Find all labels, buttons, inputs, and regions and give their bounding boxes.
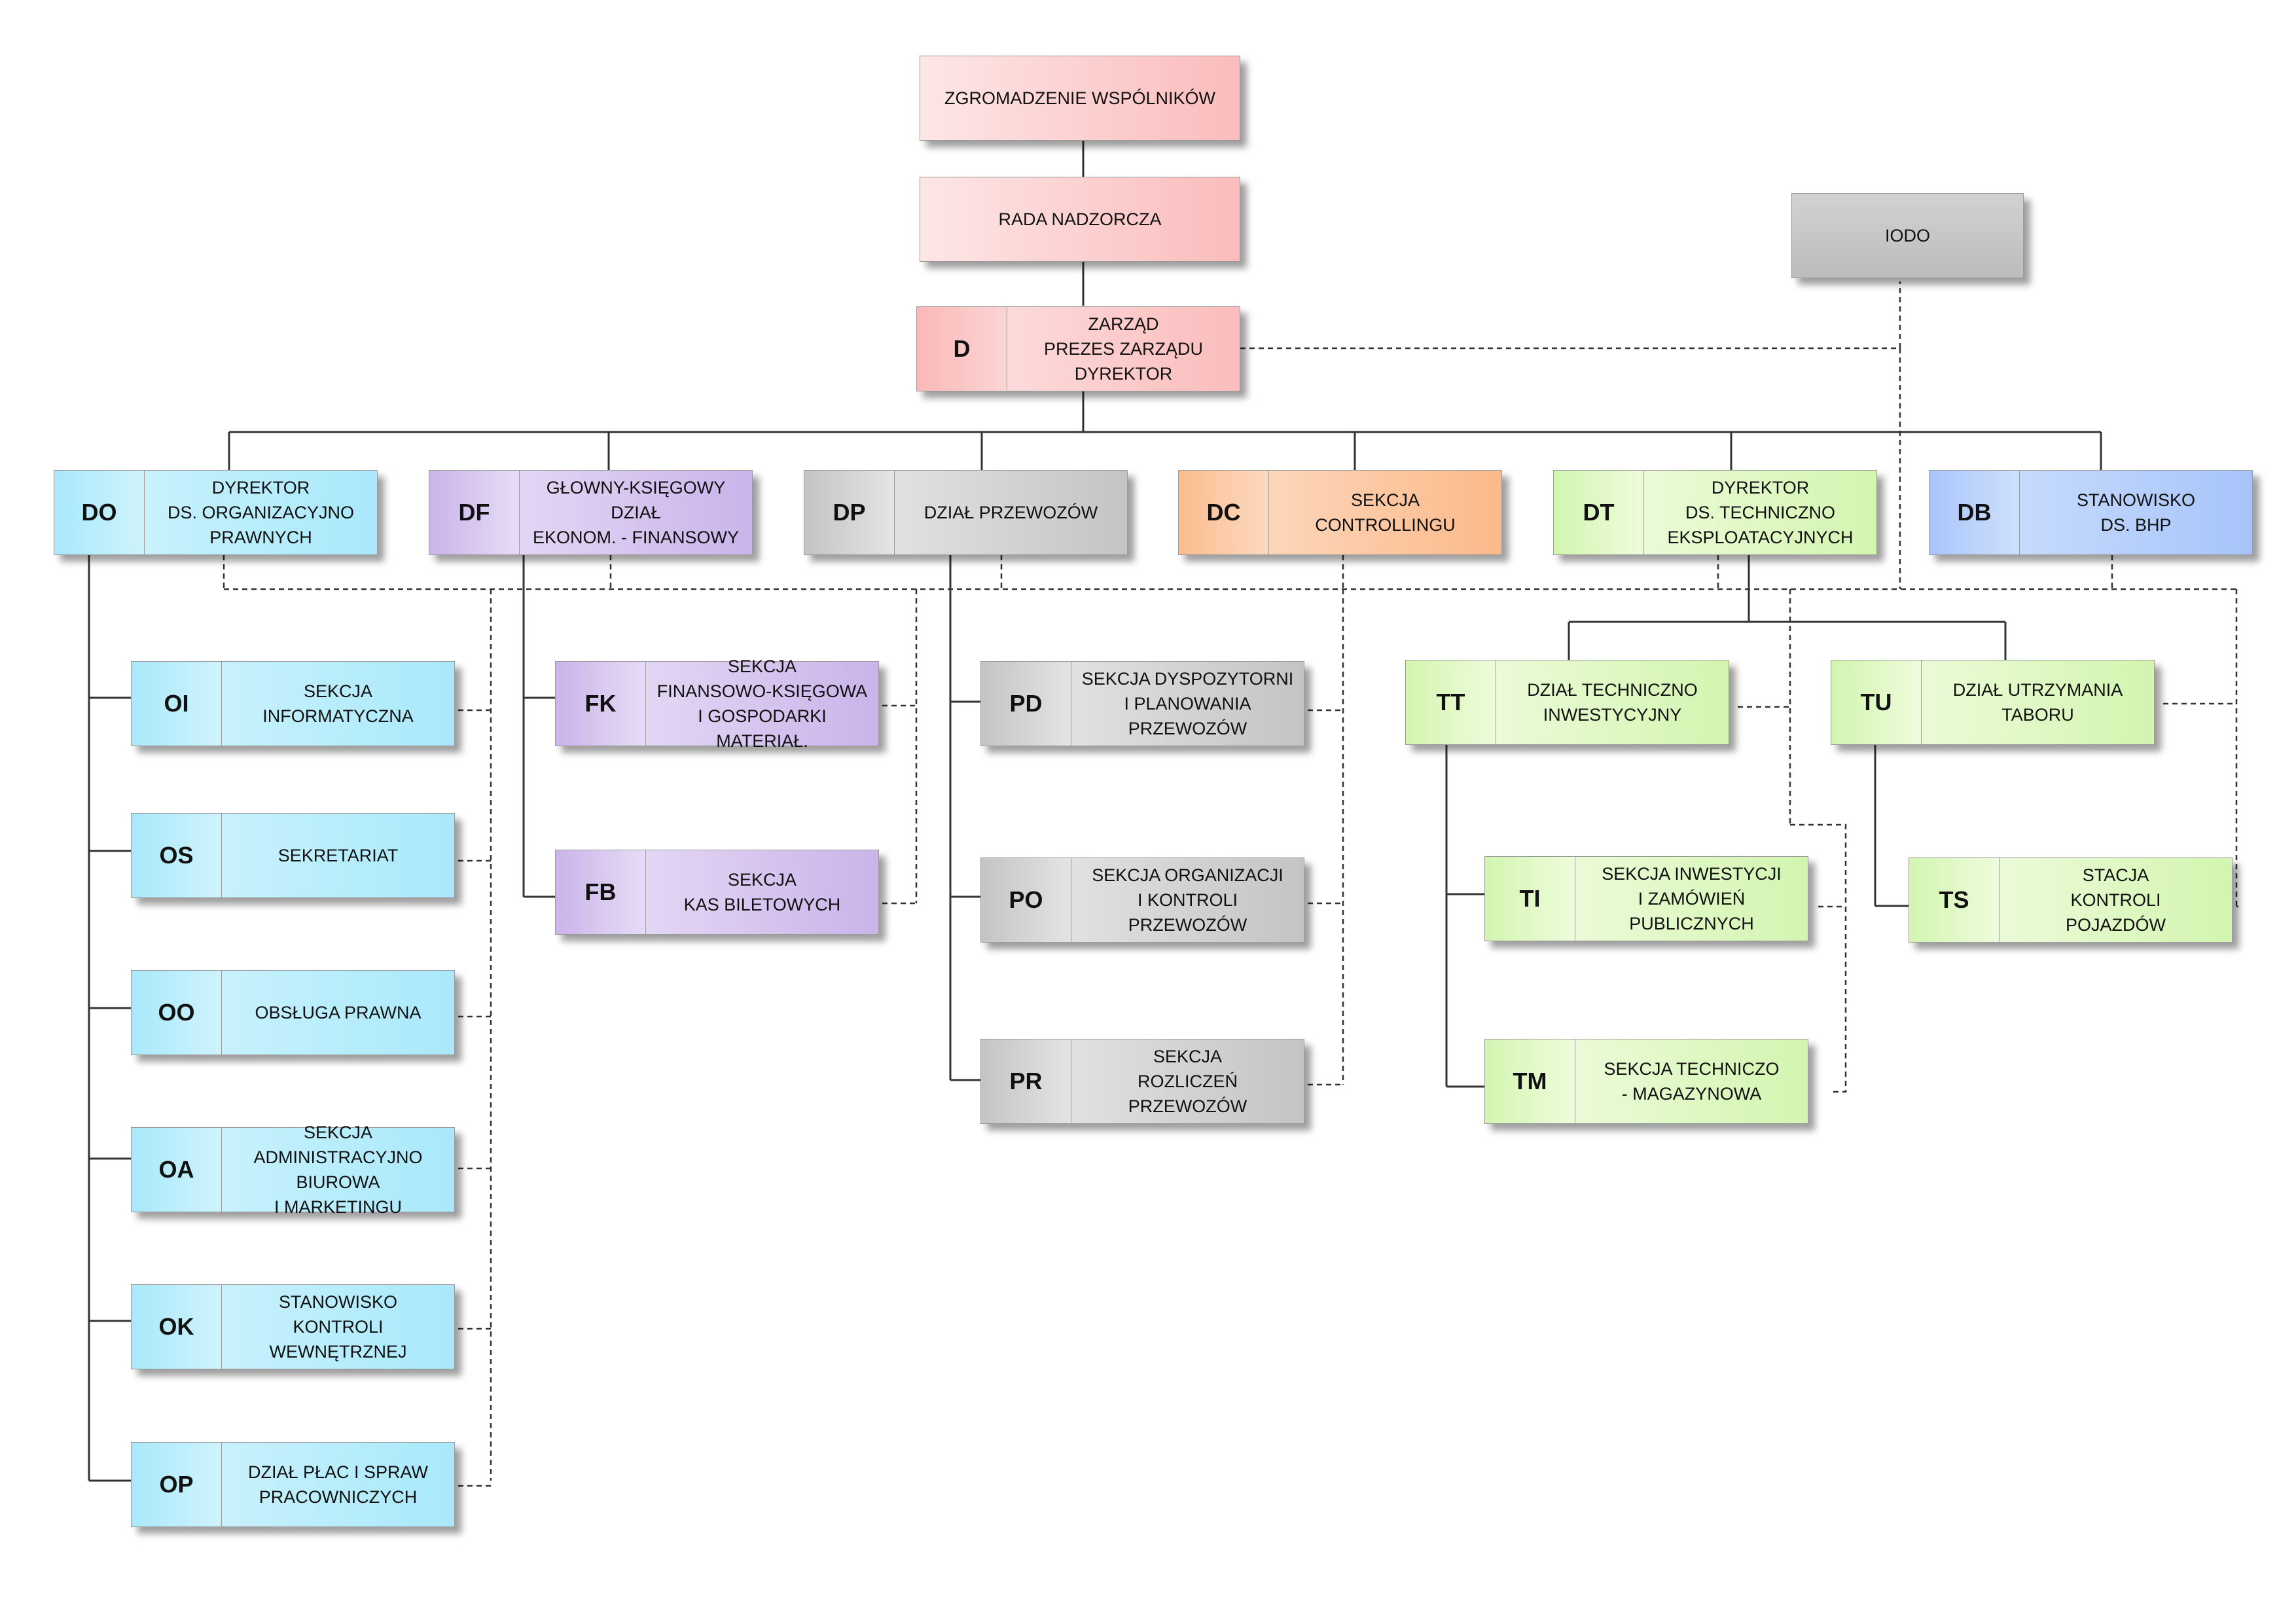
node-label: SEKCJA ADMINISTRACYJNO BIUROWA I MARKETI… [253, 1123, 423, 1217]
node-label: SEKCJA INFORMATYCZNA [262, 681, 414, 726]
node-code: TM [1485, 1039, 1575, 1123]
node-oa[interactable]: OA SEKCJA ADMINISTRACYJNO BIUROWA I MARK… [131, 1123, 455, 1217]
node-code: PO [981, 858, 1071, 942]
node-code: TT [1406, 660, 1496, 744]
node-iodo[interactable]: IODO [1791, 193, 2024, 278]
node-code: DP [804, 471, 895, 554]
node-label: STACJA KONTROLI POJAZDÓW [2066, 865, 2166, 935]
node-code: FB [556, 850, 646, 934]
node-code: OO [132, 971, 222, 1055]
node-tu[interactable]: TU DZIAŁ UTRZYMANIA TABORU [1831, 660, 2155, 745]
node-label: DZIAŁ PŁAC I SPRAW PRACOWNICZYCH [247, 1462, 429, 1507]
node-label: STANOWISKO KONTROLI WEWNĘTRZNEJ [269, 1292, 407, 1362]
node-label: OBSŁUGA PRAWNA [255, 1003, 422, 1022]
node-label: GŁOWNY-KSIĘGOWY DZIAŁ EKONOM. - FINANSOW… [532, 478, 739, 547]
node-label: SEKCJA DYSPOZYTORNI I PLANOWANIA PRZEWOZ… [1081, 669, 1294, 738]
node-label: RADA NADZORCZA [998, 209, 1162, 229]
node-tt[interactable]: TT DZIAŁ TECHNICZNO INWESTYCYJNY [1405, 660, 1729, 745]
node-dt[interactable]: DT DYREKTOR DS. TECHNICZNO EKSPLOATACYJN… [1553, 470, 1877, 555]
node-code: DO [54, 471, 145, 554]
node-ts[interactable]: TS STACJA KONTROLI POJAZDÓW [1909, 857, 2233, 943]
node-code: PD [981, 662, 1071, 746]
node-code: DB [1929, 471, 2020, 554]
node-label: DYREKTOR DS. TECHNICZNO EKSPLOATACYJNYCH [1667, 478, 1854, 547]
node-df[interactable]: DF GŁOWNY-KSIĘGOWY DZIAŁ EKONOM. - FINAN… [429, 470, 753, 555]
node-label: ZGROMADZENIE WSPÓLNIKÓW [944, 88, 1216, 108]
node-do[interactable]: DO DYREKTOR DS. ORGANIZACYJNO PRAWNYCH [54, 470, 378, 555]
node-fb[interactable]: FB SEKCJA KAS BILETOWYCH [555, 850, 879, 935]
node-label: SEKCJA ORGANIZACJI I KONTROLI PRZEWOZÓW [1092, 865, 1283, 935]
node-code: D [917, 307, 1007, 391]
node-code: TU [1831, 660, 1922, 744]
node-label: DZIAŁ TECHNICZNO INWESTYCYJNY [1527, 680, 1698, 725]
node-dp[interactable]: DP DZIAŁ PRZEWOZÓW [804, 470, 1128, 555]
node-label: SEKCJA CONTROLLINGU [1315, 490, 1456, 535]
node-label: SEKCJA FINANSOWO-KSIĘGOWA I GOSPODARKI M… [656, 657, 868, 751]
node-po[interactable]: PO SEKCJA ORGANIZACJI I KONTROLI PRZEWOZ… [980, 857, 1304, 943]
node-code: DT [1554, 471, 1644, 554]
node-label: STANOWISKO DS. BHP [2076, 490, 2195, 535]
node-zarzad[interactable]: D ZARZĄD PREZES ZARZĄDU DYREKTOR [916, 306, 1240, 391]
node-rada-nadzorcza[interactable]: RADA NADZORCZA [920, 177, 1240, 262]
node-pr[interactable]: PR SEKCJA ROZLICZEŃ PRZEWOZÓW [980, 1039, 1304, 1124]
node-code: PR [981, 1039, 1071, 1123]
node-db[interactable]: DB STANOWISKO DS. BHP [1929, 470, 2253, 555]
node-label: IODO [1884, 226, 1930, 245]
node-code: TI [1485, 857, 1575, 941]
node-dc[interactable]: DC SEKCJA CONTROLLINGU [1178, 470, 1502, 555]
node-label: SEKCJA ROZLICZEŃ PRZEWOZÓW [1128, 1047, 1247, 1116]
node-pd[interactable]: PD SEKCJA DYSPOZYTORNI I PLANOWANIA PRZE… [980, 661, 1304, 746]
node-zgromadzenie[interactable]: ZGROMADZENIE WSPÓLNIKÓW [920, 56, 1240, 141]
node-code: OI [132, 662, 222, 746]
node-code: DF [429, 471, 520, 554]
node-oo[interactable]: OO OBSŁUGA PRAWNA [131, 970, 455, 1055]
node-label: DZIAŁ PRZEWOZÓW [924, 503, 1098, 522]
node-code: OP [132, 1443, 222, 1526]
node-code: FK [556, 662, 646, 746]
node-label: ZARZĄD PREZES ZARZĄDU DYREKTOR [1043, 314, 1204, 384]
node-fk[interactable]: FK SEKCJA FINANSOWO-KSIĘGOWA I GOSPODARK… [555, 657, 879, 751]
node-label: DYREKTOR DS. ORGANIZACYJNO PRAWNYCH [167, 478, 355, 547]
node-code: OA [132, 1128, 222, 1212]
node-os[interactable]: OS SEKRETARIAT [131, 813, 455, 898]
node-code: DC [1179, 471, 1269, 554]
node-code: OS [132, 814, 222, 897]
node-ti[interactable]: TI SEKCJA INWESTYCJI I ZAMÓWIEŃ PUBLICZN… [1484, 856, 1808, 941]
node-ok[interactable]: OK STANOWISKO KONTROLI WEWNĘTRZNEJ [131, 1284, 455, 1369]
node-label: SEKCJA TECHNICZO - MAGAZYNOWA [1604, 1059, 1780, 1104]
node-label: SEKRETARIAT [278, 846, 399, 865]
dashed-connectors [223, 281, 2238, 1487]
solid-connectors [88, 141, 2102, 1482]
node-oi[interactable]: OI SEKCJA INFORMATYCZNA [131, 661, 455, 746]
node-code: OK [132, 1285, 222, 1369]
node-label: DZIAŁ UTRZYMANIA TABORU [1952, 680, 2123, 725]
node-op[interactable]: OP DZIAŁ PŁAC I SPRAW PRACOWNICZYCH [131, 1442, 455, 1527]
node-label: SEKCJA KAS BILETOWYCH [683, 870, 841, 914]
node-label: SEKCJA INWESTYCJI I ZAMÓWIEŃ PUBLICZNYCH [1602, 864, 1782, 933]
node-code: TS [1909, 858, 2000, 942]
node-tm[interactable]: TM SEKCJA TECHNICZO - MAGAZYNOWA [1484, 1039, 1808, 1124]
